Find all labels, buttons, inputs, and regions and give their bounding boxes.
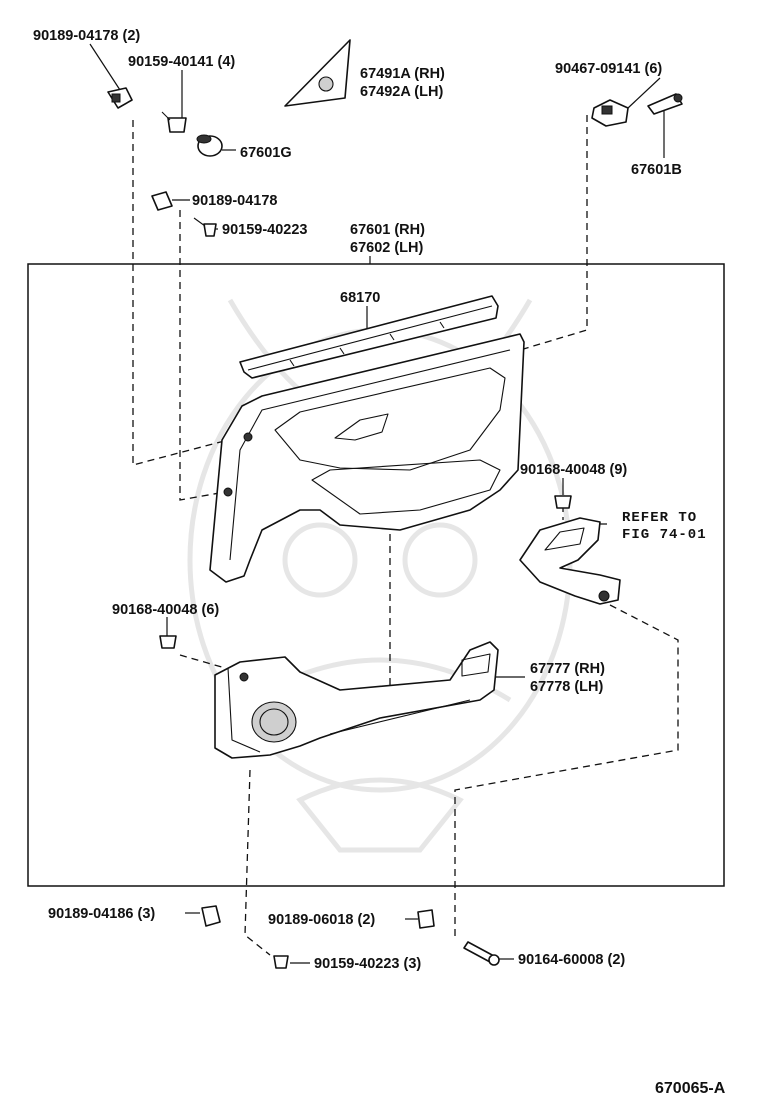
figure-code: 670065-A (655, 1080, 726, 1097)
screw-90159-40141 (161, 111, 187, 133)
screw-90159-40223 (193, 217, 217, 237)
label-67492A: 67492A (LH) (360, 84, 443, 100)
clip-90189-04178 (151, 191, 173, 211)
label-90168-40048-9: 90168-40048 (9) (520, 462, 627, 478)
label-90168-40048-6: 90168-40048 (6) (112, 602, 219, 618)
label-90164-60008-2: 90164-60008 (2) (518, 952, 625, 968)
screw-90168-40048-6 (159, 635, 177, 649)
label-67601B: 67601B (631, 162, 682, 178)
refer-to-line2: FIG 74-01 (622, 527, 707, 543)
label-67491A: 67491A (RH) (360, 66, 445, 82)
door-trim-panel-67601 (209, 333, 525, 583)
assembly-frame (27, 263, 725, 887)
clip-90189-06018 (417, 909, 435, 929)
label-90189-04178: 90189-04178 (192, 193, 277, 209)
pin-67601B (647, 93, 683, 115)
clip-90189-04186 (201, 905, 221, 927)
label-90189-04178-2: 90189-04178 (2) (33, 28, 140, 44)
label-67778: 67778 (LH) (530, 679, 604, 695)
label-90189-04186-3: 90189-04186 (3) (48, 906, 155, 922)
refer-to-line1: REFER TO (622, 510, 697, 526)
reference-lines (132, 115, 679, 956)
label-90159-40223: 90159-40223 (222, 222, 307, 238)
label-90159-40141-4: 90159-40141 (4) (128, 54, 235, 70)
label-67601: 67601 (RH) (350, 222, 425, 238)
label-67602: 67602 (LH) (350, 240, 424, 256)
part-labels: 90189-04178 (2) 90159-40141 (4) 67491A (… (33, 28, 726, 1097)
screw-90159-40223-bottom (273, 955, 289, 969)
label-90467-09141-6: 90467-09141 (6) (555, 61, 662, 77)
screw-90168-40048-9 (554, 495, 572, 509)
clip-90467-09141 (591, 99, 629, 127)
label-67601G: 67601G (240, 145, 292, 161)
mirror-cover-67491A (284, 39, 351, 107)
label-68170: 68170 (340, 290, 380, 306)
cap-67601G (196, 134, 223, 157)
label-90159-40223-3: 90159-40223 (3) (314, 956, 421, 972)
weatherstrip-68170 (239, 295, 499, 379)
label-90189-06018-2: 90189-06018 (2) (268, 912, 375, 928)
clip-90189-04178-top (107, 87, 133, 109)
armrest-handle (519, 517, 621, 605)
screw-90164-60008 (463, 941, 500, 966)
lower-panel-67777 (214, 641, 499, 759)
label-67777: 67777 (RH) (530, 661, 605, 677)
